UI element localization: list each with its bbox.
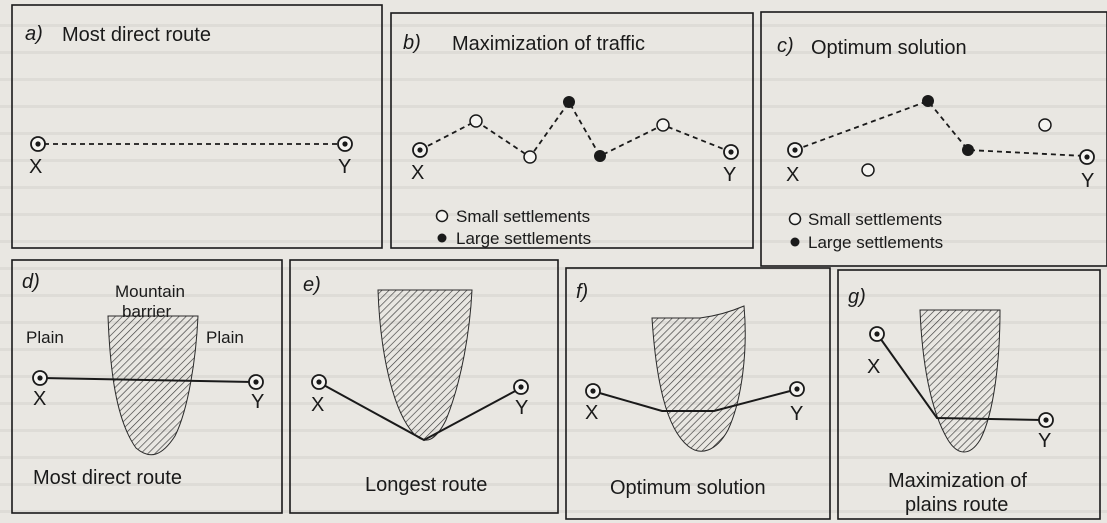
panel-d-plain-left: Plain <box>26 328 64 347</box>
panel-c-legend-small: Small settlements <box>808 210 942 229</box>
panel-b-legend-small: Small settlements <box>456 207 590 226</box>
panel-f-route-line <box>595 389 795 412</box>
panel-b-route-line <box>419 100 732 159</box>
small-settlement-icon <box>435 209 449 223</box>
panel-f-end-label: Y <box>790 403 803 425</box>
panel-g-tag: g) <box>848 286 866 308</box>
panel-a-start-label: X <box>29 156 42 178</box>
panel-d-frame <box>11 259 283 514</box>
large-settlement-icon <box>594 150 606 162</box>
large-settlement-icon <box>962 144 974 156</box>
start-point-icon <box>311 374 327 390</box>
panel-c-tag: c) <box>777 35 794 57</box>
panel-b: b) Maximization of traffic X Y Small set… <box>390 12 754 249</box>
panel-e-tag: e) <box>303 274 321 296</box>
end-point-icon <box>337 136 353 152</box>
panel-d-start-label: X <box>33 388 46 410</box>
panel-g-caption-line1: Maximization of <box>888 470 1027 492</box>
panel-g-caption-line2: plains route <box>905 494 1008 516</box>
panel-c-legend-large: Large settlements <box>808 233 943 252</box>
panel-c: c) Optimum solution X Y Small settlement… <box>760 11 1107 267</box>
mountain-barrier-hatch <box>919 309 1001 453</box>
start-point-icon <box>412 142 428 158</box>
panel-a-frame <box>11 4 383 249</box>
panel-f-caption: Optimum solution <box>610 477 766 499</box>
mountain-barrier-hatch <box>651 305 746 452</box>
end-point-icon <box>723 144 739 160</box>
small-settlement-icon <box>861 163 875 177</box>
panel-e-frame <box>289 259 559 514</box>
panel-g-end-label: Y <box>1038 430 1051 452</box>
panel-b-start-label: X <box>411 162 424 184</box>
panel-f-tag: f) <box>576 281 588 303</box>
panel-f-start-label: X <box>585 402 598 424</box>
large-settlement-icon <box>922 95 934 107</box>
panel-d-end-label: Y <box>251 391 264 413</box>
panel-a-tag: a) <box>25 23 43 45</box>
end-point-icon <box>513 379 529 395</box>
panel-c-title: Optimum solution <box>811 37 967 59</box>
panel-d: d) Mountain barrier Plain Plain X Y Most… <box>11 259 283 514</box>
panel-e-route-line <box>319 382 520 442</box>
panel-d-tag: d) <box>22 271 40 293</box>
panel-g-start-label: X <box>867 356 880 378</box>
panel-e: e) X Y Longest route <box>289 259 559 514</box>
start-point-icon <box>30 136 46 152</box>
panel-c-frame <box>760 11 1107 267</box>
panel-c-start-label: X <box>786 164 799 186</box>
large-settlement-icon <box>563 96 575 108</box>
panel-d-barrier-line2: barrier <box>122 302 171 321</box>
small-settlement-icon <box>1038 118 1052 132</box>
end-point-icon <box>248 374 264 390</box>
panel-g-frame <box>837 269 1101 520</box>
large-settlement-icon <box>437 233 447 243</box>
panel-e-start-label: X <box>311 394 324 416</box>
small-settlement-icon <box>523 150 537 164</box>
panel-g: g) X Y Maximization of plains route <box>837 269 1101 520</box>
panel-f-frame <box>565 267 831 520</box>
end-point-icon <box>1079 149 1095 165</box>
start-point-icon <box>32 370 48 386</box>
panel-c-end-label: Y <box>1081 170 1094 192</box>
small-settlement-icon <box>788 212 802 226</box>
panel-f: f) X Y Optimum solution <box>565 267 831 520</box>
panel-b-legend-large: Large settlements <box>456 229 591 248</box>
small-settlement-icon <box>469 114 483 128</box>
panel-g-route-line <box>879 337 1043 421</box>
panel-b-end-label: Y <box>723 164 736 186</box>
panel-e-end-label: Y <box>515 397 528 419</box>
small-settlement-icon <box>656 118 670 132</box>
start-point-icon <box>585 383 601 399</box>
mountain-barrier-hatch <box>377 289 473 441</box>
start-point-icon <box>869 326 885 342</box>
panel-d-plain-right: Plain <box>206 328 244 347</box>
panel-d-barrier-line1: Mountain <box>115 282 185 301</box>
panel-a: a) Most direct route X Y <box>11 4 383 249</box>
start-point-icon <box>787 142 803 158</box>
panel-b-title: Maximization of traffic <box>452 33 645 55</box>
panel-a-end-label: Y <box>338 156 351 178</box>
panel-d-caption: Most direct route <box>33 467 182 489</box>
panel-e-caption: Longest route <box>365 474 487 496</box>
panel-a-title: Most direct route <box>62 24 211 46</box>
panel-d-route-line <box>41 377 254 383</box>
large-settlement-icon <box>790 237 800 247</box>
panel-b-frame <box>390 12 754 249</box>
end-point-icon <box>789 381 805 397</box>
panel-b-tag: b) <box>403 32 421 54</box>
end-point-icon <box>1038 412 1054 428</box>
mountain-barrier-hatch <box>107 315 199 456</box>
panel-c-route-line <box>794 99 1086 157</box>
